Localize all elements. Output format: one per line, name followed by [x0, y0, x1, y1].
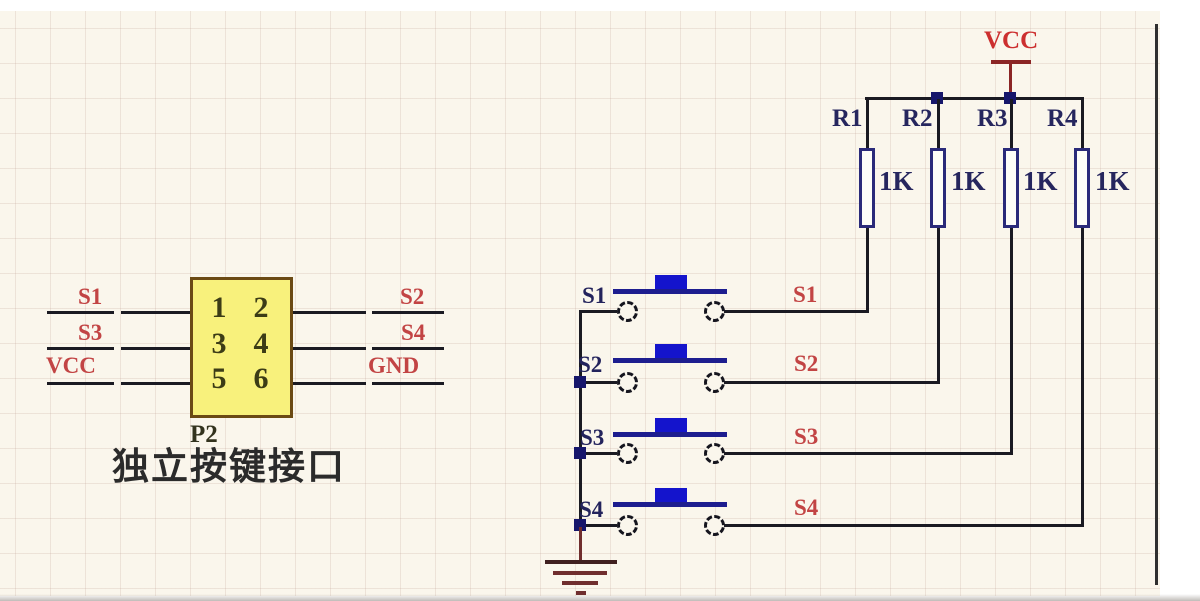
wire	[1081, 228, 1084, 527]
net-label-gnd: GND	[368, 353, 420, 378]
connector-ref-label: P2	[190, 421, 218, 448]
junction-dot	[1004, 92, 1016, 104]
wire	[121, 311, 192, 314]
wire	[579, 310, 582, 527]
wire	[372, 382, 444, 385]
resistor-ref: R3	[977, 105, 1008, 132]
photo-edge-shadow	[0, 594, 1200, 601]
net-label-s4: S4	[401, 320, 426, 345]
wire	[47, 347, 114, 350]
button-net-label: S4	[794, 495, 819, 520]
wire	[291, 311, 366, 314]
pushbutton-terminal	[617, 443, 638, 464]
pin-number: 6	[253, 362, 269, 395]
sheet-border-right	[1155, 24, 1158, 585]
ground-bar	[562, 581, 598, 585]
pushbutton-bar	[613, 358, 727, 363]
net-label-s2: S2	[400, 284, 425, 309]
wire	[937, 228, 940, 384]
resistor-ref: R1	[832, 105, 863, 132]
resistor-body	[1074, 148, 1090, 228]
resistor-ref: R2	[902, 105, 933, 132]
button-designator: S4	[579, 497, 604, 522]
wire	[1081, 99, 1084, 149]
button-net-label: S3	[794, 424, 819, 449]
ground-bar	[553, 571, 607, 575]
ground-bar	[545, 560, 617, 564]
pushbutton-terminal	[704, 443, 725, 464]
resistor-value: 1K	[1095, 166, 1130, 196]
wire	[866, 99, 869, 149]
wire	[581, 452, 617, 455]
wire	[724, 310, 869, 313]
schematic-sheet-grid	[0, 11, 1160, 596]
net-label-s3: S3	[78, 320, 103, 345]
pushbutton-cap	[655, 275, 687, 289]
pin-number: 4	[253, 327, 269, 360]
wire	[121, 382, 192, 385]
button-designator: S2	[578, 352, 603, 377]
resistor-value: 1K	[951, 166, 986, 196]
resistor-body	[1003, 148, 1019, 228]
resistor-value: 1K	[879, 166, 914, 196]
wire	[724, 381, 940, 384]
pushbutton-terminal	[617, 301, 638, 322]
pushbutton-terminal	[704, 515, 725, 536]
ground-stem	[579, 527, 582, 562]
pushbutton-terminal	[704, 301, 725, 322]
junction-dot	[574, 519, 586, 531]
resistor-body	[930, 148, 946, 228]
junction-dot	[574, 376, 586, 388]
pushbutton-cap	[655, 344, 687, 358]
vcc-stem	[1009, 63, 1012, 99]
wire	[47, 382, 114, 385]
wire	[372, 311, 444, 314]
pushbutton-bar	[613, 289, 727, 294]
pushbutton-terminal	[617, 372, 638, 393]
resistor-body	[859, 148, 875, 228]
net-label-s1: S1	[78, 284, 103, 309]
resistor-ref: R4	[1047, 105, 1078, 132]
pushbutton-terminal	[704, 372, 725, 393]
wire	[372, 347, 444, 350]
pushbutton-terminal	[617, 515, 638, 536]
resistor-value: 1K	[1023, 166, 1058, 196]
button-net-label: S1	[793, 282, 818, 307]
wire	[121, 347, 192, 350]
pin-number: 5	[211, 362, 227, 395]
wire	[47, 311, 114, 314]
button-designator: S3	[580, 425, 605, 450]
vcc-label: VCC	[984, 27, 1039, 54]
caption-text: 独立按键接口	[112, 445, 346, 488]
pushbutton-bar	[613, 432, 727, 437]
wire	[581, 381, 617, 384]
wire	[1010, 228, 1013, 455]
button-net-label: S2	[794, 351, 819, 376]
pin-number: 1	[211, 291, 227, 324]
pushbutton-bar	[613, 502, 727, 507]
wire	[291, 347, 366, 350]
vcc-bar	[991, 60, 1031, 64]
ground-bar	[576, 591, 586, 595]
wire	[724, 452, 1013, 455]
junction-dot	[574, 447, 586, 459]
pin-number: 3	[211, 327, 227, 360]
wire	[937, 99, 940, 149]
junction-dot	[931, 92, 943, 104]
net-label-vcc: VCC	[46, 353, 96, 378]
connector-box	[190, 277, 293, 418]
wire	[724, 524, 1084, 527]
pushbutton-cap	[655, 418, 687, 432]
wire	[581, 310, 617, 313]
wire	[291, 382, 366, 385]
button-designator: S1	[582, 283, 607, 308]
wire	[865, 97, 1084, 100]
pin-number: 2	[253, 291, 269, 324]
wire	[866, 228, 869, 313]
wire	[1010, 99, 1013, 149]
pushbutton-cap	[655, 488, 687, 502]
wire	[581, 524, 617, 527]
